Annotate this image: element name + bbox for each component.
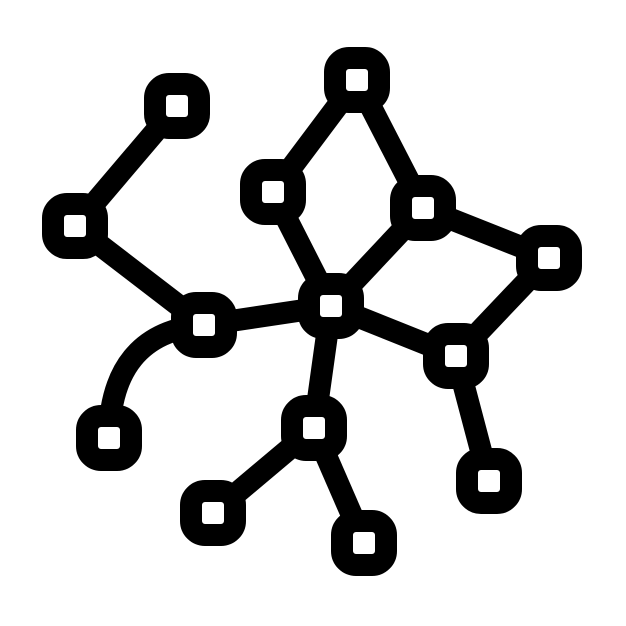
node-top: [324, 47, 390, 113]
node-midright: [390, 175, 456, 241]
node-botleft: [180, 480, 246, 546]
node-left: [42, 193, 108, 259]
node-botmid: [331, 510, 397, 576]
node-farleft: [76, 405, 142, 471]
node-mid: [281, 395, 347, 461]
node-rightlow: [423, 323, 489, 389]
node-group: [42, 47, 582, 576]
node-center: [298, 273, 364, 339]
node-midleft: [240, 159, 306, 225]
node-upleft: [144, 73, 210, 139]
node-leftcenter: [171, 292, 237, 358]
node-rightbot: [456, 448, 522, 514]
node-farright: [516, 225, 582, 291]
